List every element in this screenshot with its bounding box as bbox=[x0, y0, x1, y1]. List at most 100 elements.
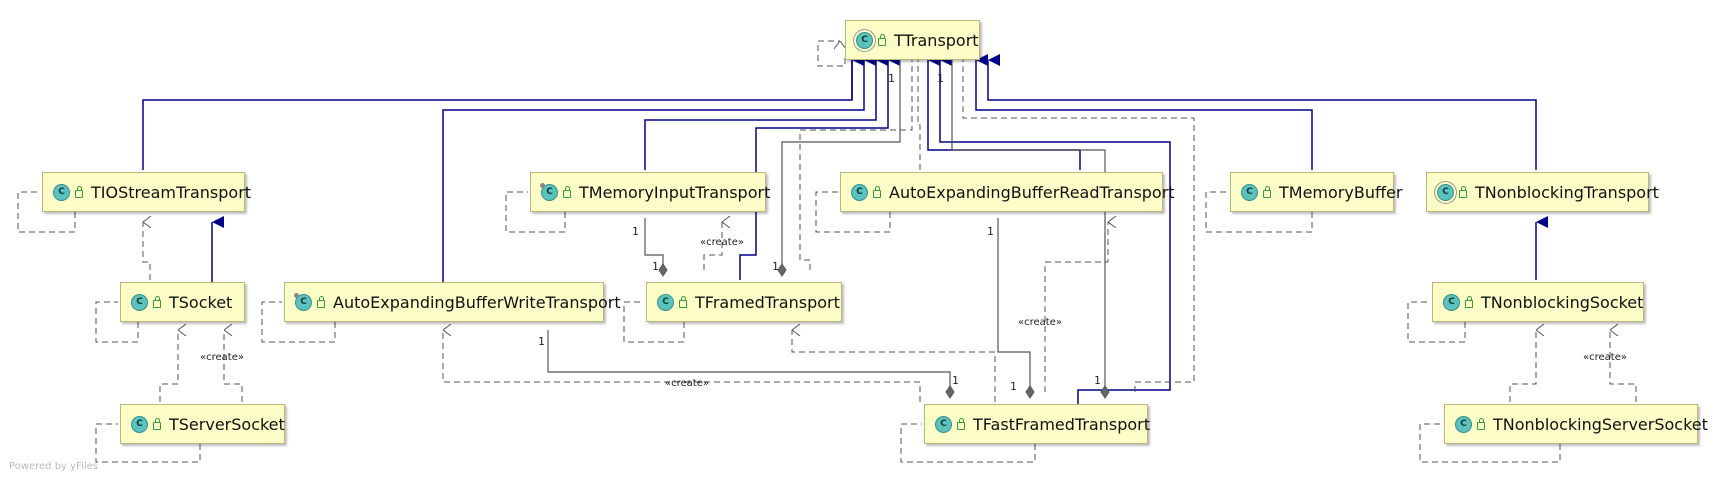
class-name: TNonblockingServerSocket bbox=[1493, 414, 1708, 434]
public-visibility-icon bbox=[75, 186, 83, 198]
class-node-tnonblockingserversocket[interactable]: C TNonblockingServerSocket bbox=[1444, 404, 1708, 444]
mult-tmemoryinput-bottom: 1 bbox=[652, 260, 659, 273]
self-dep-autowrite bbox=[261, 301, 336, 343]
public-visibility-icon bbox=[153, 296, 161, 308]
public-visibility-icon bbox=[1459, 186, 1467, 198]
class-name: AutoExpandingBufferReadTransport bbox=[889, 182, 1175, 202]
class-icon: C bbox=[1437, 183, 1454, 201]
self-dep-autoread bbox=[815, 191, 891, 233]
class-name: TFastFramedTransport bbox=[973, 414, 1151, 434]
watermark: Powered by yFiles bbox=[9, 461, 98, 472]
mult-tframed-bottom: 1 bbox=[772, 260, 779, 273]
public-visibility-icon bbox=[1477, 418, 1485, 430]
class-icon: C bbox=[1241, 183, 1258, 201]
self-dep-ttransport bbox=[817, 40, 845, 67]
diamond-tfast-autoread bbox=[1025, 385, 1035, 399]
diamond-tframed-tmemoryinput bbox=[658, 263, 668, 277]
create-tfast-autoread bbox=[1044, 222, 1108, 392]
class-name: TTransport bbox=[894, 30, 979, 50]
class-node-tframedtransport[interactable]: C TFramedTransport bbox=[646, 282, 842, 322]
class-node-tfastframedtransport[interactable]: C TFastFramedTransport bbox=[924, 404, 1151, 444]
create-label-tnbsocket: «create» bbox=[1583, 352, 1627, 363]
class-name: TFramedTransport bbox=[695, 292, 840, 312]
dep-tserversocket-tsocket bbox=[159, 330, 178, 402]
public-visibility-icon bbox=[1263, 186, 1271, 198]
edge-tmemoryinput-aggregation bbox=[644, 218, 664, 270]
dep-tnonblocking-ttransport bbox=[1000, 60, 1536, 90]
edge-tfastframed-ttransport-aggregation bbox=[951, 60, 1106, 392]
class-icon: C bbox=[851, 183, 868, 201]
create-tnbserversocket-tnbsocket bbox=[1609, 330, 1637, 402]
class-node-autoexpandingbufferreadtransport[interactable]: C AutoExpandingBufferReadTransport bbox=[840, 172, 1175, 212]
public-visibility-icon bbox=[153, 418, 161, 430]
class-icon: C bbox=[856, 31, 873, 49]
class-icon: C bbox=[540, 182, 558, 201]
edge-tmemorybuffer-to-ttransport bbox=[975, 54, 1313, 170]
class-icon: C bbox=[1455, 415, 1472, 433]
diamond-tframed-ttransport bbox=[777, 263, 787, 277]
class-icon: C bbox=[935, 415, 952, 433]
self-dep-tserversocket bbox=[95, 423, 201, 463]
self-dep-tiostream bbox=[17, 191, 76, 233]
self-dep-tsocket bbox=[95, 301, 139, 343]
aggregation-diamonds bbox=[658, 263, 1110, 399]
edge-tiostream-to-ttransport bbox=[142, 60, 853, 170]
edge-autowrite-to-ttransport bbox=[442, 54, 876, 292]
dependency-edges bbox=[17, 40, 1637, 463]
public-visibility-icon bbox=[878, 34, 886, 46]
class-icon: C bbox=[294, 292, 312, 311]
self-dep-tframed bbox=[623, 301, 685, 343]
create-tserversocket-tsocket bbox=[223, 330, 243, 402]
create-tfast-autowrite bbox=[442, 330, 921, 402]
class-name: TMemoryInputTransport bbox=[579, 182, 771, 202]
edge-tframed-to-ttransport bbox=[739, 54, 900, 280]
inheritance-edges bbox=[142, 54, 1548, 415]
mult-ttransport-a: 1 bbox=[888, 72, 895, 85]
class-name: TIOStreamTransport bbox=[91, 182, 252, 202]
mult-autowrite-top: 1 bbox=[538, 335, 545, 348]
public-visibility-icon bbox=[679, 296, 687, 308]
self-dep-tmemorybuffer bbox=[1205, 191, 1313, 233]
public-visibility-icon bbox=[563, 186, 571, 198]
class-node-autoexpandingbufferwritetransport[interactable]: C AutoExpandingBufferWriteTransport bbox=[284, 282, 621, 322]
edge-tmemoryinput-to-ttransport bbox=[644, 54, 888, 170]
edge-tfastframed-to-ttransport bbox=[939, 54, 1171, 415]
class-icon: C bbox=[53, 183, 70, 201]
dep-autoread-ttransport bbox=[917, 60, 921, 170]
class-node-ttransport[interactable]: C TTransport bbox=[845, 20, 980, 60]
diamond-tfast-autowrite bbox=[945, 385, 955, 399]
class-node-tnonblockingsocket[interactable]: C TNonblockingSocket bbox=[1432, 282, 1644, 322]
public-visibility-icon bbox=[957, 418, 965, 430]
dep-tsocket-tiostream bbox=[142, 222, 150, 280]
edge-autoread-to-ttransport bbox=[927, 54, 1081, 170]
public-visibility-icon bbox=[873, 186, 881, 198]
class-node-tserversocket[interactable]: C TServerSocket bbox=[120, 404, 285, 444]
class-name: TNonblockingTransport bbox=[1475, 182, 1659, 202]
create-label-tfast-autowrite: «create» bbox=[665, 378, 709, 389]
class-node-tiostreamtransport[interactable]: C TIOStreamTransport bbox=[42, 172, 251, 212]
mult-autoread-top: 1 bbox=[987, 225, 994, 238]
class-icon: C bbox=[131, 415, 148, 433]
aggregation-edges bbox=[547, 60, 1106, 392]
class-icon: C bbox=[657, 293, 674, 311]
dep-tnbserversocket-tnbsocket bbox=[1509, 330, 1536, 402]
class-icon: C bbox=[131, 293, 148, 311]
mult-tfast-b: 1 bbox=[1010, 380, 1017, 393]
class-node-tnonblockingtransport[interactable]: C TNonblockingTransport bbox=[1426, 172, 1659, 212]
create-label-tsocket: «create» bbox=[200, 352, 244, 363]
class-name: TServerSocket bbox=[169, 414, 285, 434]
class-node-tmemoryinputtransport[interactable]: C TMemoryInputTransport bbox=[530, 172, 770, 212]
edge-tnonblocking-to-ttransport bbox=[987, 54, 1537, 170]
dep-tframed-ttransport bbox=[799, 60, 913, 270]
edge-autoread-aggregation bbox=[997, 218, 1031, 392]
class-name: AutoExpandingBufferWriteTransport bbox=[333, 292, 621, 312]
mult-tfast-c: 1 bbox=[1094, 374, 1101, 387]
dep-tfast-tframed bbox=[791, 330, 996, 402]
edge-autowrite-aggregation bbox=[547, 330, 951, 392]
class-node-tsocket[interactable]: C TSocket bbox=[120, 282, 245, 322]
self-dep-tfast bbox=[900, 423, 1036, 463]
class-node-tmemorybuffer[interactable]: C TMemoryBuffer bbox=[1230, 172, 1402, 212]
create-label-tframed: «create» bbox=[700, 237, 744, 248]
self-dep-tmemoryinput bbox=[505, 191, 566, 233]
